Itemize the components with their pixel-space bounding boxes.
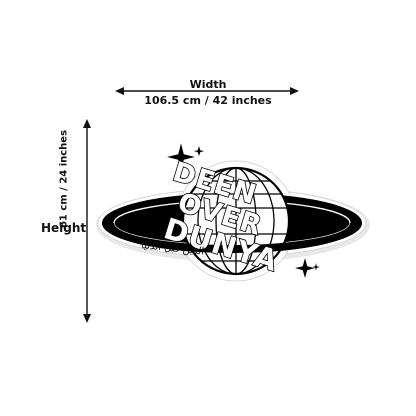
width-label: Width <box>189 78 227 91</box>
sparkle-star-icon <box>165 141 322 281</box>
height-arrow <box>83 119 91 323</box>
orbit-ring-front <box>102 223 362 253</box>
width-arrow <box>115 87 299 95</box>
height-label: Height <box>41 221 87 235</box>
width-value: 106.5 cm / 42 inches <box>144 94 272 107</box>
